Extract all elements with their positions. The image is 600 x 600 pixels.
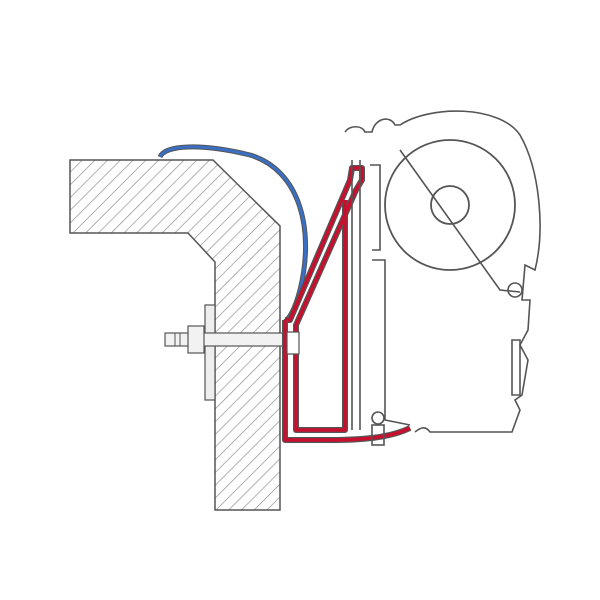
vehicle-wall-section <box>69 159 281 511</box>
backing-plate <box>204 304 216 401</box>
bolt <box>164 325 291 354</box>
adapter-bracket <box>282 165 412 443</box>
awning-cassette <box>344 110 541 446</box>
